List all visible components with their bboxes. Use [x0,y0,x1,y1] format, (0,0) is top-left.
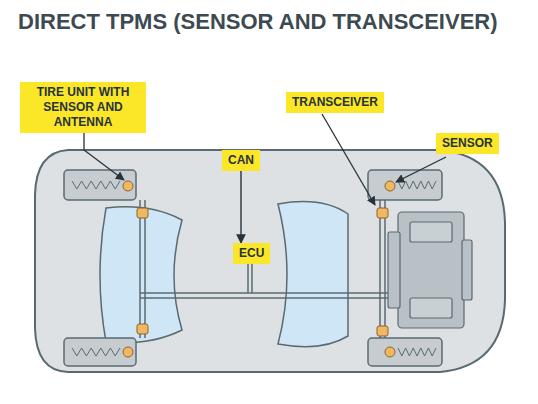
wheel-springs [72,181,436,356]
diagram-title: DIRECT TPMS (SENSOR AND TRANSCEIVER) [18,9,498,35]
car-body [35,150,505,372]
spring [72,348,120,356]
transceiver-label: TRANSCEIVER [286,92,384,113]
drivetrain [140,214,388,332]
can-label: CAN [222,150,260,171]
connector [240,171,241,243]
label-text: CAN [228,153,254,168]
windshield [278,202,348,347]
wheels [64,170,442,366]
label-text: ECU [239,246,264,261]
spring [398,348,436,356]
label-text: SENSOR [442,136,493,151]
rear-window [100,207,182,343]
ecu-box: ECU [233,243,270,264]
label-text: TIRE UNIT WITH SENSOR AND ANTENNA [26,85,140,130]
spring [398,181,436,189]
sensor-label: SENSOR [436,133,499,154]
label-text: TRANSCEIVER [292,95,378,110]
spring [72,181,120,189]
tire-unit-label: TIRE UNIT WITH SENSOR AND ANTENNA [20,82,146,133]
wheel-hubs [140,200,385,338]
engine [388,212,472,328]
tpms-units [123,181,395,357]
